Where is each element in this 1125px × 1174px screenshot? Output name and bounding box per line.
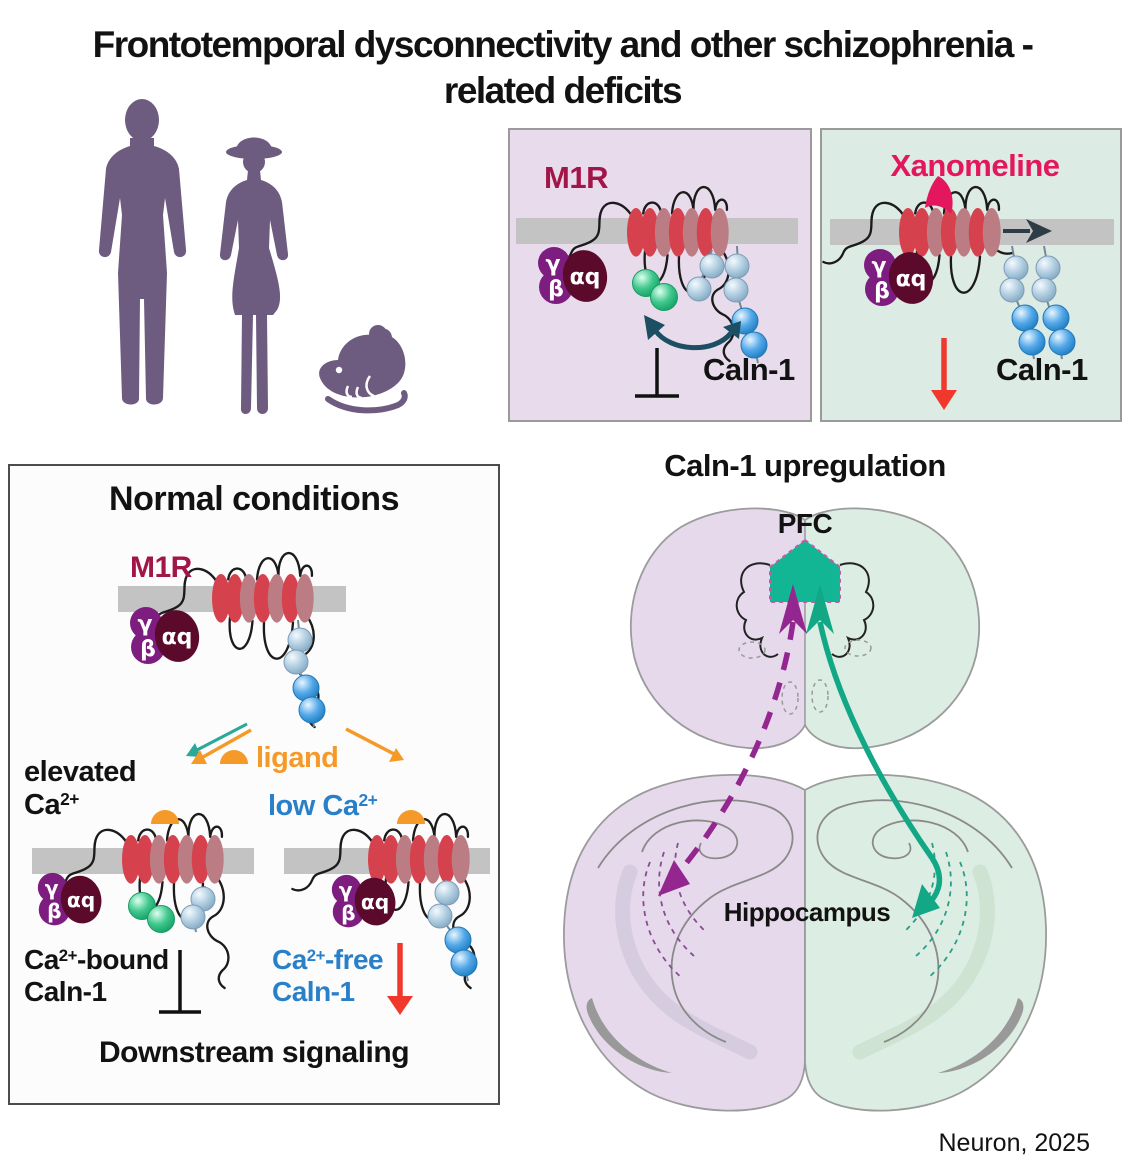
ca-symbol: Ca [24, 788, 61, 821]
hippocampus-brain-section [563, 773, 1047, 1112]
downstream-signaling-label: Downstream signaling [98, 1036, 410, 1069]
teal-arrowhead-down [912, 884, 940, 918]
free-suffix: -free [324, 944, 384, 975]
hippo-right-hemisphere [804, 773, 1047, 1112]
elevated-ca-label: elevated Ca2+ [24, 756, 137, 822]
midline-structures [738, 639, 872, 715]
bound-ligand-icon [397, 810, 425, 824]
m1r-label-baseline: M1R [544, 160, 608, 195]
caln1-label-baseline: Caln-1 [703, 352, 795, 387]
ca-free-caln1-label: Ca2+-free Caln-1 [272, 944, 384, 1007]
caln1-word: Caln-1 [272, 975, 355, 1007]
purple-arrowhead-down [658, 860, 690, 896]
hippo-left-hemisphere [563, 773, 806, 1112]
mouse-silhouette-icon [319, 325, 408, 414]
ca-superscript: 2+ [58, 945, 78, 965]
woman-silhouette-icon [219, 137, 289, 414]
g-protein [130, 606, 204, 666]
ca-superscript: 2+ [358, 790, 378, 811]
ca-superscript: 2+ [60, 789, 79, 810]
m1r-label-normal: M1R [130, 551, 192, 584]
ca-free-caln1-beads [427, 879, 478, 982]
ca-superscript: 2+ [306, 945, 326, 965]
title-line2: related deficits [443, 69, 683, 111]
purple-arrowhead-up [779, 584, 807, 634]
normal-conditions-title: Normal conditions [109, 480, 399, 518]
ca-bound-caln1-label: Ca2+-bound Caln-1 [24, 944, 169, 1007]
low-ca-text: low Ca [268, 790, 359, 822]
signaling-arrow-icon [387, 943, 413, 1015]
hippocampal-formation-right [816, 799, 1024, 1073]
inhibition-icon [635, 348, 679, 398]
pfc-hippocampus-pathways [658, 584, 943, 918]
figure-title: Frontotemporal dysconnectivity and other… [0, 22, 1125, 114]
xanomeline-diagram [822, 176, 1114, 410]
species-silhouettes [98, 99, 408, 414]
ventricle-outline-left [735, 562, 779, 658]
hippocampal-formation-left [586, 799, 794, 1073]
ligand-arrows [186, 722, 404, 764]
citation: Neuron, 2025 [938, 1129, 1090, 1157]
helix-bundle [899, 208, 1001, 257]
caln1-beads [999, 245, 1076, 360]
helix-bundle [368, 835, 470, 884]
helix-bundle [627, 208, 729, 257]
hippocampus-label: Hippocampus [723, 897, 891, 927]
caln1-beads [283, 619, 326, 728]
caln1-upregulation-title: Caln-1 upregulation [664, 448, 946, 483]
ligand-wedge-icon [220, 750, 248, 764]
pfc-label: PFC [777, 508, 833, 539]
g-protein [864, 248, 938, 308]
caln1-word: Caln-1 [24, 975, 107, 1007]
panel-normal-conditions [8, 464, 500, 1105]
bound-ligand-icon [151, 810, 179, 824]
helix-bundle [212, 574, 314, 623]
ventricle-outline-right [831, 562, 875, 658]
teal-arrowhead-up [806, 584, 834, 634]
m1r-baseline-diagram [516, 185, 798, 398]
pfc-upregulation-zone [769, 538, 841, 603]
normal-conditions-art [32, 551, 490, 1015]
purple-dashed-pathway [671, 621, 796, 880]
pfc-left-hemisphere [630, 507, 806, 750]
title-line1: Frontotemporal dysconnectivity and other… [92, 24, 1034, 65]
elevated-word: elevated [24, 756, 137, 788]
helix-bundle [122, 835, 224, 884]
internalization-arrow-icon [1003, 219, 1052, 243]
downregulation-arrow-icon [931, 338, 957, 410]
cycling-arrow-icon [644, 315, 741, 351]
g-protein [538, 246, 612, 306]
ca-symbol: Ca [24, 944, 59, 975]
xanomeline-label: Xanomeline [890, 148, 1061, 183]
ligand-label: ligand [256, 742, 339, 774]
ca-bound-caln1-beads [128, 885, 216, 933]
man-silhouette-icon [98, 99, 187, 405]
inhibition-icon [159, 950, 201, 1014]
caln1-label-xanomeline: Caln-1 [996, 352, 1088, 387]
ca-symbol: Ca [272, 944, 307, 975]
pfc-brain-section [630, 507, 980, 750]
pfc-right-hemisphere [804, 507, 980, 750]
caln1-beads [632, 245, 768, 364]
low-ca-label: low Ca2+ [268, 790, 378, 823]
teal-solid-pathway [817, 621, 943, 909]
xanomeline-wedge-icon [925, 176, 953, 214]
bound-suffix: -bound [76, 944, 169, 975]
g-protein [37, 872, 106, 927]
